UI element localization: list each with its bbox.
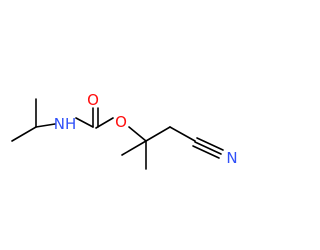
atom-label-o-carbonyl: O [87,91,99,109]
bond-nh-carbonyl [75,117,94,128]
bond-layer [11,98,224,170]
bond-ester-o-quat [128,126,147,142]
bond-ch-nh [35,123,56,128]
bond-quat-methyl-left [121,140,147,156]
bond-nitrile-triple-a [196,137,224,151]
bond-methyl-left [11,126,37,142]
bond-nitrile-triple-b [194,141,222,155]
bond-nitrile-triple-c [192,145,220,159]
atom-label-layer: O NH O N [54,91,238,167]
molecule-structure: O NH O N [11,91,238,170]
atom-label-n-nitrile: N [226,149,237,167]
bond-ch2-nitrile-c [169,126,196,142]
bond-quat-ch2 [145,126,171,142]
bond-carbonyl-ester-o [95,117,114,129]
atom-label-nh: NH [54,115,77,133]
atom-label-o-ester: O [115,113,127,131]
